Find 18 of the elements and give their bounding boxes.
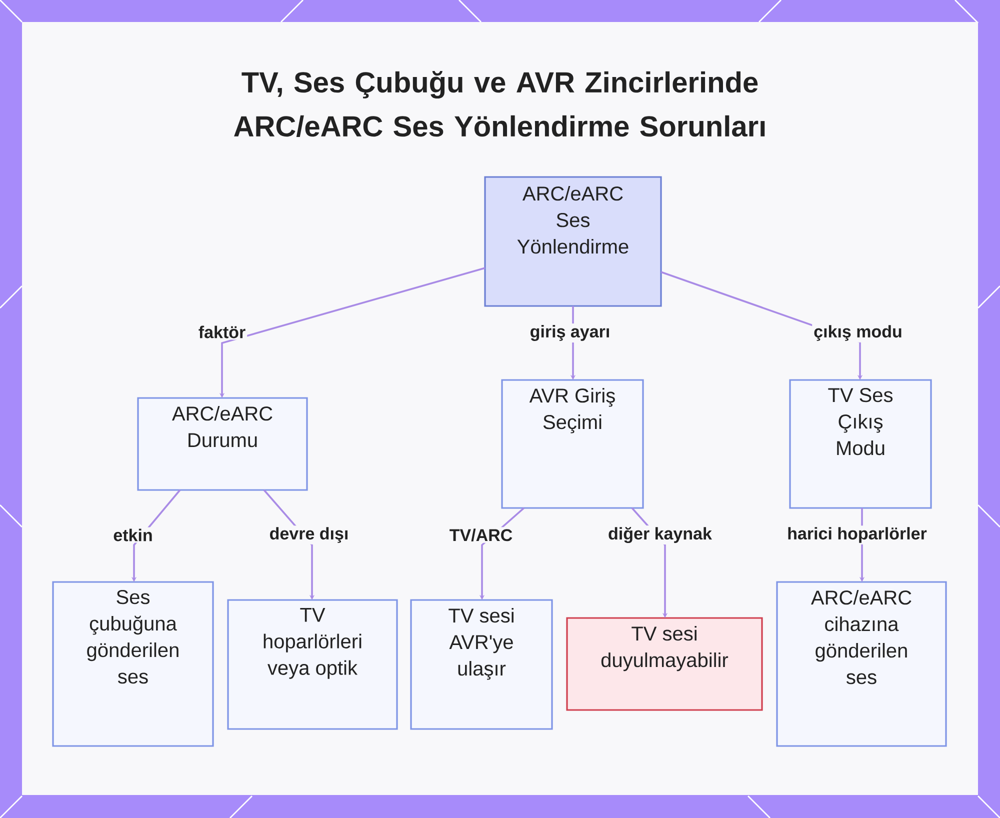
factor-box: AVR Giriş Seçimi [501,379,644,509]
title: TV, Ses Çubuğu ve AVR Zincirlerinde ARC/eARC Ses Yönlendirme Sorunları [234,71,765,137]
factor-box: TV Ses Çıkış Modu [789,379,932,509]
result-box: ARC/eARC cihazına gönderilen ses [776,581,947,747]
result-box: TV hoparlörleri veya optik [227,599,398,730]
edge-label: TV/ARC [448,527,514,543]
edge-label: devre dışı [268,526,350,544]
edge-label: faktör [196,324,248,340]
result-box: TV sesi AVR'ye ulaşır [410,599,553,730]
edge-label: harici hoparlörler [786,526,928,544]
topic-box: ARC/eARC Ses Yönlendirme [484,176,662,307]
edge-label: çıkış modu [812,324,904,342]
factor-box: ARC/eARC Durumu [137,397,308,491]
warning-box: TV sesi duyulmayabilir [566,617,763,711]
edge-label: etkin [112,527,154,543]
edge-label: giriş ayarı [528,324,612,342]
edge-label: diğer kaynak [606,525,714,545]
result-box: Ses çubuğuna gönderilen ses [52,581,214,747]
